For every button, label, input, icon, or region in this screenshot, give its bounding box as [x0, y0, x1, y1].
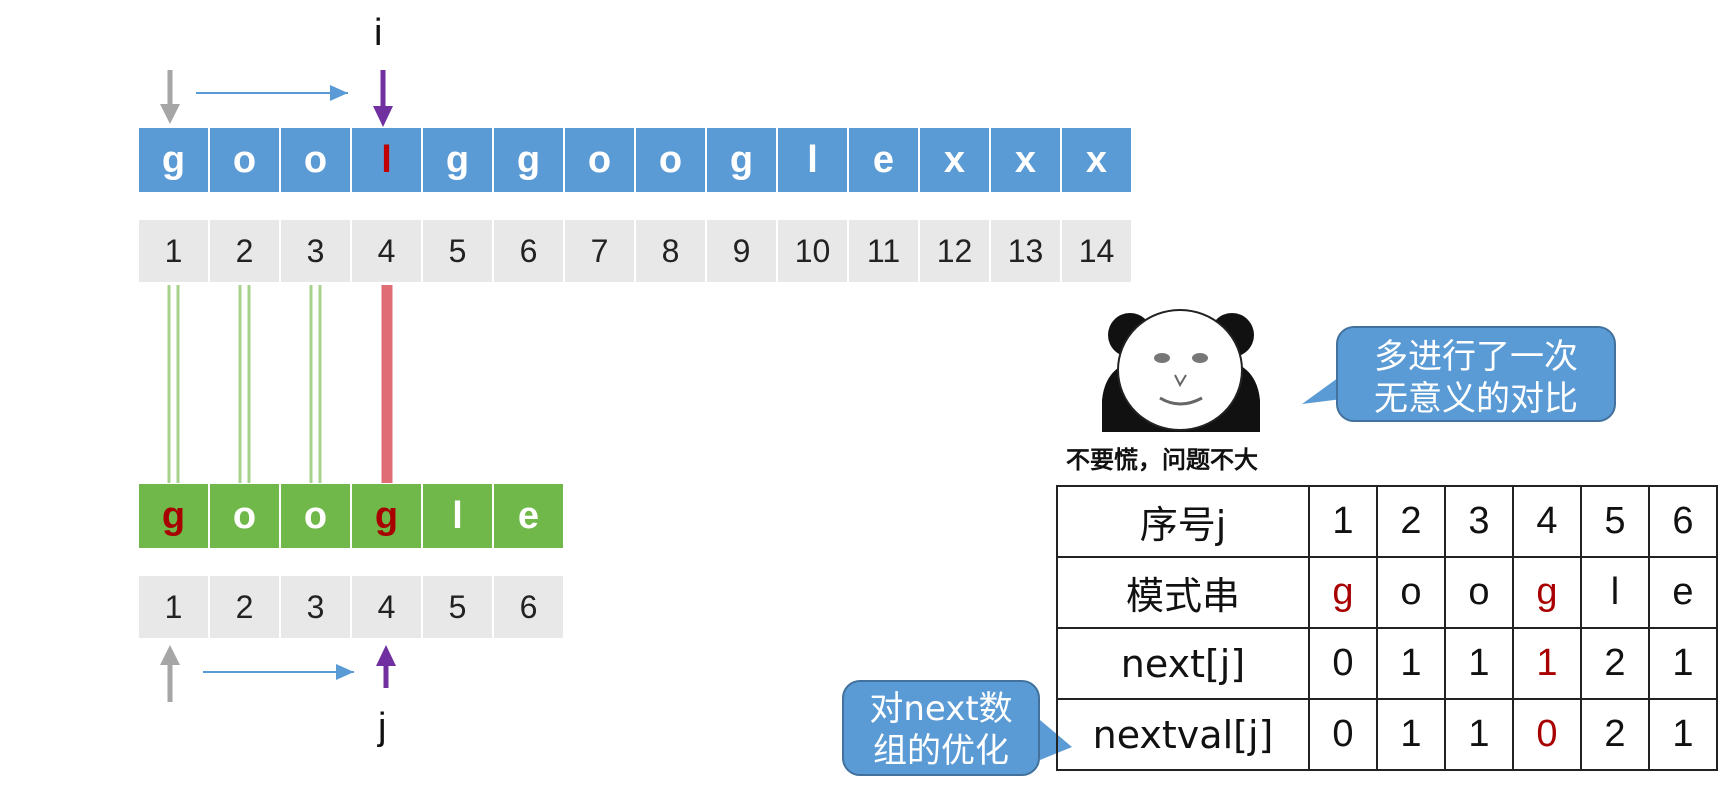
row-label-pattern: 模式串 — [1056, 556, 1310, 629]
main-index-6: 6 — [494, 220, 563, 282]
pattern-char-4: g — [352, 484, 421, 548]
main-index-7: 7 — [565, 220, 634, 282]
main-char-1: g — [139, 128, 208, 192]
next-table: 序号j 1 2 3 4 5 6 模式串 g o o g l e next[j] … — [1056, 485, 1718, 771]
table-row-seq: 序号j 1 2 3 4 5 6 — [1056, 485, 1718, 558]
main-char-12: x — [920, 128, 989, 192]
pattern-index-5: 5 — [423, 576, 492, 638]
pointer-j-arrow — [376, 645, 396, 688]
match-line-2 — [238, 285, 251, 483]
next-value: 1 — [1376, 627, 1446, 700]
meme-caption: 不要慌，问题不大 — [1066, 446, 1258, 474]
top-gray-arrow — [160, 70, 180, 124]
pattern-value: g — [1512, 556, 1582, 629]
bubble-bottom-line1: 对next数 — [869, 689, 1013, 729]
seq-value: 5 — [1580, 485, 1650, 558]
pattern-char-5: l — [423, 484, 492, 548]
pattern-char-2: o — [210, 484, 279, 548]
table-row-nextval: nextval[j] 0 1 1 0 2 1 — [1056, 698, 1718, 771]
next-value: 1 — [1648, 627, 1718, 700]
row-label-nextval: nextval[j] — [1056, 698, 1310, 771]
row-label-seq: 序号j — [1056, 485, 1310, 558]
pattern-index-2: 2 — [210, 576, 279, 638]
pattern-index-6: 6 — [494, 576, 563, 638]
bubble-top-line1: 多进行了一次 — [1374, 337, 1578, 377]
main-index-3: 3 — [281, 220, 350, 282]
main-char-11: e — [849, 128, 918, 192]
main-char-8: o — [636, 128, 705, 192]
nextval-value: 0 — [1308, 698, 1378, 771]
pointer-j-label: j — [378, 706, 387, 748]
pattern-char-3: o — [281, 484, 350, 548]
main-index-13: 13 — [991, 220, 1060, 282]
main-char-10: l — [778, 128, 847, 192]
next-value: 1 — [1512, 627, 1582, 700]
bubble-bottom-line2: 组的优化 — [873, 731, 1009, 771]
panda-meme-icon — [1102, 309, 1260, 432]
match-line-3 — [309, 285, 322, 483]
main-index-1: 1 — [139, 220, 208, 282]
main-char-4-mismatch: l — [352, 128, 421, 192]
nextval-value: 1 — [1648, 698, 1718, 771]
pattern-value: e — [1648, 556, 1718, 629]
pointer-i-arrow — [373, 70, 393, 127]
main-index-9: 9 — [707, 220, 776, 282]
seq-value: 3 — [1444, 485, 1514, 558]
pattern-value: l — [1580, 556, 1650, 629]
main-char-7: o — [565, 128, 634, 192]
main-index-5: 5 — [423, 220, 492, 282]
pattern-index-3: 3 — [281, 576, 350, 638]
row-label-next: next[j] — [1056, 627, 1310, 700]
main-char-5: g — [423, 128, 492, 192]
pattern-value: o — [1376, 556, 1446, 629]
main-index-8: 8 — [636, 220, 705, 282]
bottom-gray-arrow — [160, 645, 180, 702]
seq-value: 1 — [1308, 485, 1378, 558]
bubble-top-line2: 无意义的对比 — [1374, 379, 1578, 419]
nextval-value: 2 — [1580, 698, 1650, 771]
speech-bubble-top: 多进行了一次 无意义的对比 — [1336, 326, 1616, 422]
next-value: 0 — [1308, 627, 1378, 700]
speech-bubble-bottom: 对next数 组的优化 — [842, 680, 1040, 776]
match-line-1 — [167, 285, 180, 483]
next-value: 2 — [1580, 627, 1650, 700]
pattern-char-6: e — [494, 484, 563, 548]
seq-value: 2 — [1376, 485, 1446, 558]
main-char-2: o — [210, 128, 279, 192]
main-char-3: o — [281, 128, 350, 192]
main-char-13: x — [991, 128, 1060, 192]
pattern-index-4: 4 — [352, 576, 421, 638]
nextval-value: 1 — [1444, 698, 1514, 771]
pattern-value: g — [1308, 556, 1378, 629]
pattern-value: o — [1444, 556, 1514, 629]
table-row-pattern: 模式串 g o o g l e — [1056, 556, 1718, 629]
main-char-6: g — [494, 128, 563, 192]
main-index-10: 10 — [778, 220, 847, 282]
table-row-next: next[j] 0 1 1 1 2 1 — [1056, 627, 1718, 700]
next-value: 1 — [1444, 627, 1514, 700]
main-index-2: 2 — [210, 220, 279, 282]
main-index-14: 14 — [1062, 220, 1131, 282]
main-char-9: g — [707, 128, 776, 192]
pattern-index-1: 1 — [139, 576, 208, 638]
pattern-char-1: g — [139, 484, 208, 548]
main-index-4: 4 — [352, 220, 421, 282]
main-char-14: x — [1062, 128, 1131, 192]
pointer-i-label: i — [374, 12, 383, 54]
seq-value: 4 — [1512, 485, 1582, 558]
nextval-value: 1 — [1376, 698, 1446, 771]
nextval-value: 0 — [1512, 698, 1582, 771]
main-index-11: 11 — [849, 220, 918, 282]
seq-value: 6 — [1648, 485, 1718, 558]
main-index-12: 12 — [920, 220, 989, 282]
